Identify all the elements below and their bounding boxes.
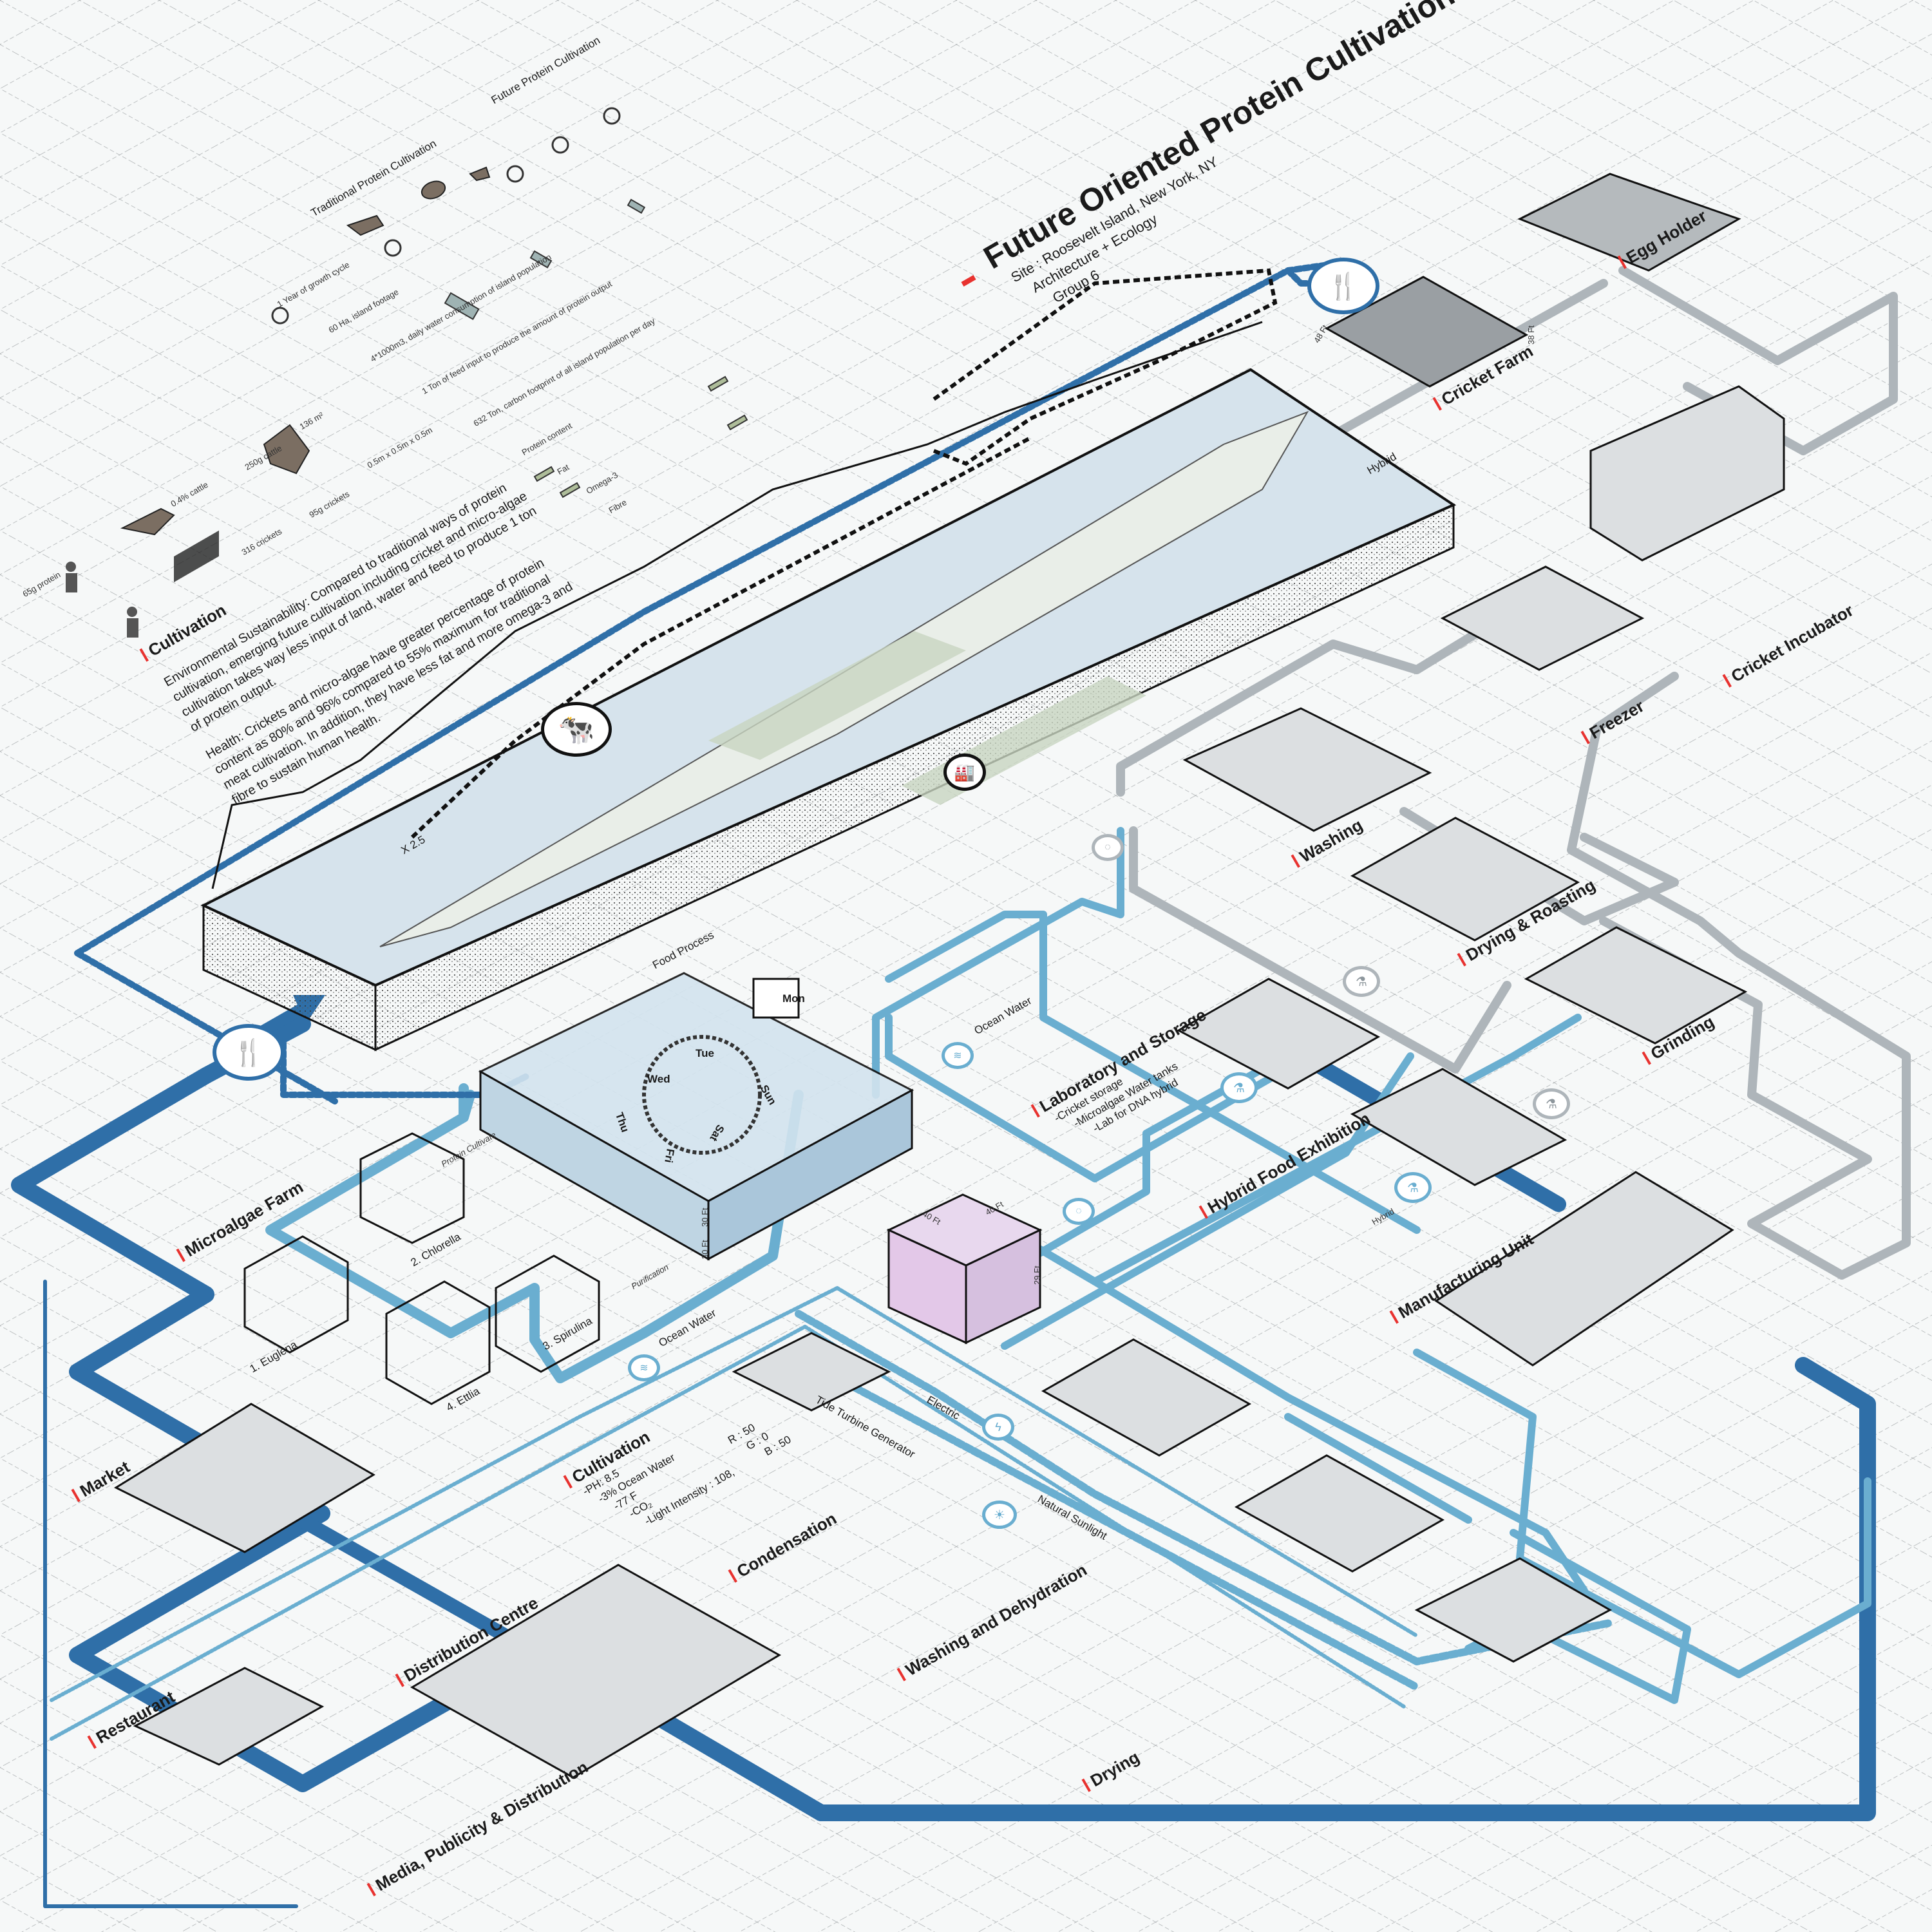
day-tue: Tue: [696, 1047, 714, 1059]
freezer-plate: [1440, 565, 1645, 671]
light-ocean-pipe: [872, 827, 1588, 1653]
flask-icon[interactable]: ⚗: [1220, 1072, 1258, 1103]
nutrient-bars: [533, 375, 748, 498]
blue-dashed-boundary: [74, 261, 1336, 1104]
manufacturing-plate: [1434, 1171, 1734, 1367]
cow-icon[interactable]: 🐄: [541, 702, 612, 757]
water-bottle-icons: [444, 198, 646, 320]
clock-icons: [271, 107, 621, 325]
flask-icon[interactable]: ⚗: [1533, 1088, 1570, 1119]
facility-plates: [113, 173, 1785, 1779]
incubator-plate: [1589, 385, 1785, 562]
reactor-plate: [1041, 1338, 1252, 1457]
land-shape-icon: [263, 424, 310, 475]
light-dotted-pipe: [50, 1286, 1419, 1741]
fork-knife-icon[interactable]: 🍴: [1307, 258, 1379, 314]
electric-icon[interactable]: ϟ: [982, 1414, 1014, 1441]
grinding-plate: [1524, 926, 1748, 1045]
slide-plate: [1234, 1454, 1445, 1573]
flask-icon[interactable]: ⚗: [1394, 1172, 1432, 1203]
cattle-icon: [346, 214, 384, 236]
day-mon: Mon: [782, 992, 805, 1005]
chicken-icon: [469, 166, 491, 182]
dim-38ft: 38 Ft: [1526, 325, 1536, 345]
egg-holder-plate: [1517, 173, 1741, 272]
dim-30ft-b: 30 Ft: [700, 1208, 710, 1227]
cricket-grid-icon: [174, 530, 219, 583]
market-plate: [113, 1403, 375, 1553]
ocean-water-icon[interactable]: ≋: [942, 1042, 974, 1069]
cow-icon: [120, 507, 175, 536]
exhibition-plate: [1350, 1068, 1567, 1186]
person-icons: [66, 562, 138, 638]
island-site-model: [200, 268, 1457, 1052]
pig-icon: [421, 180, 446, 200]
turbine-plate: [732, 1332, 891, 1412]
process-icon[interactable]: ◌: [1063, 1198, 1095, 1225]
fork-knife-icon[interactable]: 🍴: [213, 1024, 285, 1081]
day-fri: Fri: [662, 1148, 677, 1164]
food-process-tank: [478, 972, 914, 1261]
algae-cubes: [243, 1132, 600, 1405]
restaurant-plate: [133, 1667, 325, 1766]
lab-plate: [1176, 978, 1381, 1090]
ocean-water-icon[interactable]: ≋: [628, 1354, 660, 1381]
sun-icon[interactable]: ☀: [982, 1501, 1017, 1529]
grow-light-cube: [886, 1193, 1043, 1345]
dark-thin-loop: [43, 1280, 298, 1908]
light-main-pipe: [885, 911, 1871, 1704]
cricket-farm-plate: [1324, 276, 1529, 388]
dim-29ft: 29 Ft: [1032, 1265, 1042, 1285]
factory-icon[interactable]: 🏭: [943, 753, 986, 791]
dim-30ft-a: 30 Ft: [700, 1240, 710, 1259]
washing-plate: [1182, 707, 1432, 832]
dehydration-plate: [1414, 1557, 1613, 1663]
flask-icon[interactable]: ⚗: [1343, 966, 1380, 997]
distribution-plate: [410, 1564, 782, 1779]
day-wed: Wed: [647, 1073, 670, 1085]
process-icon[interactable]: ◌: [1092, 834, 1124, 861]
